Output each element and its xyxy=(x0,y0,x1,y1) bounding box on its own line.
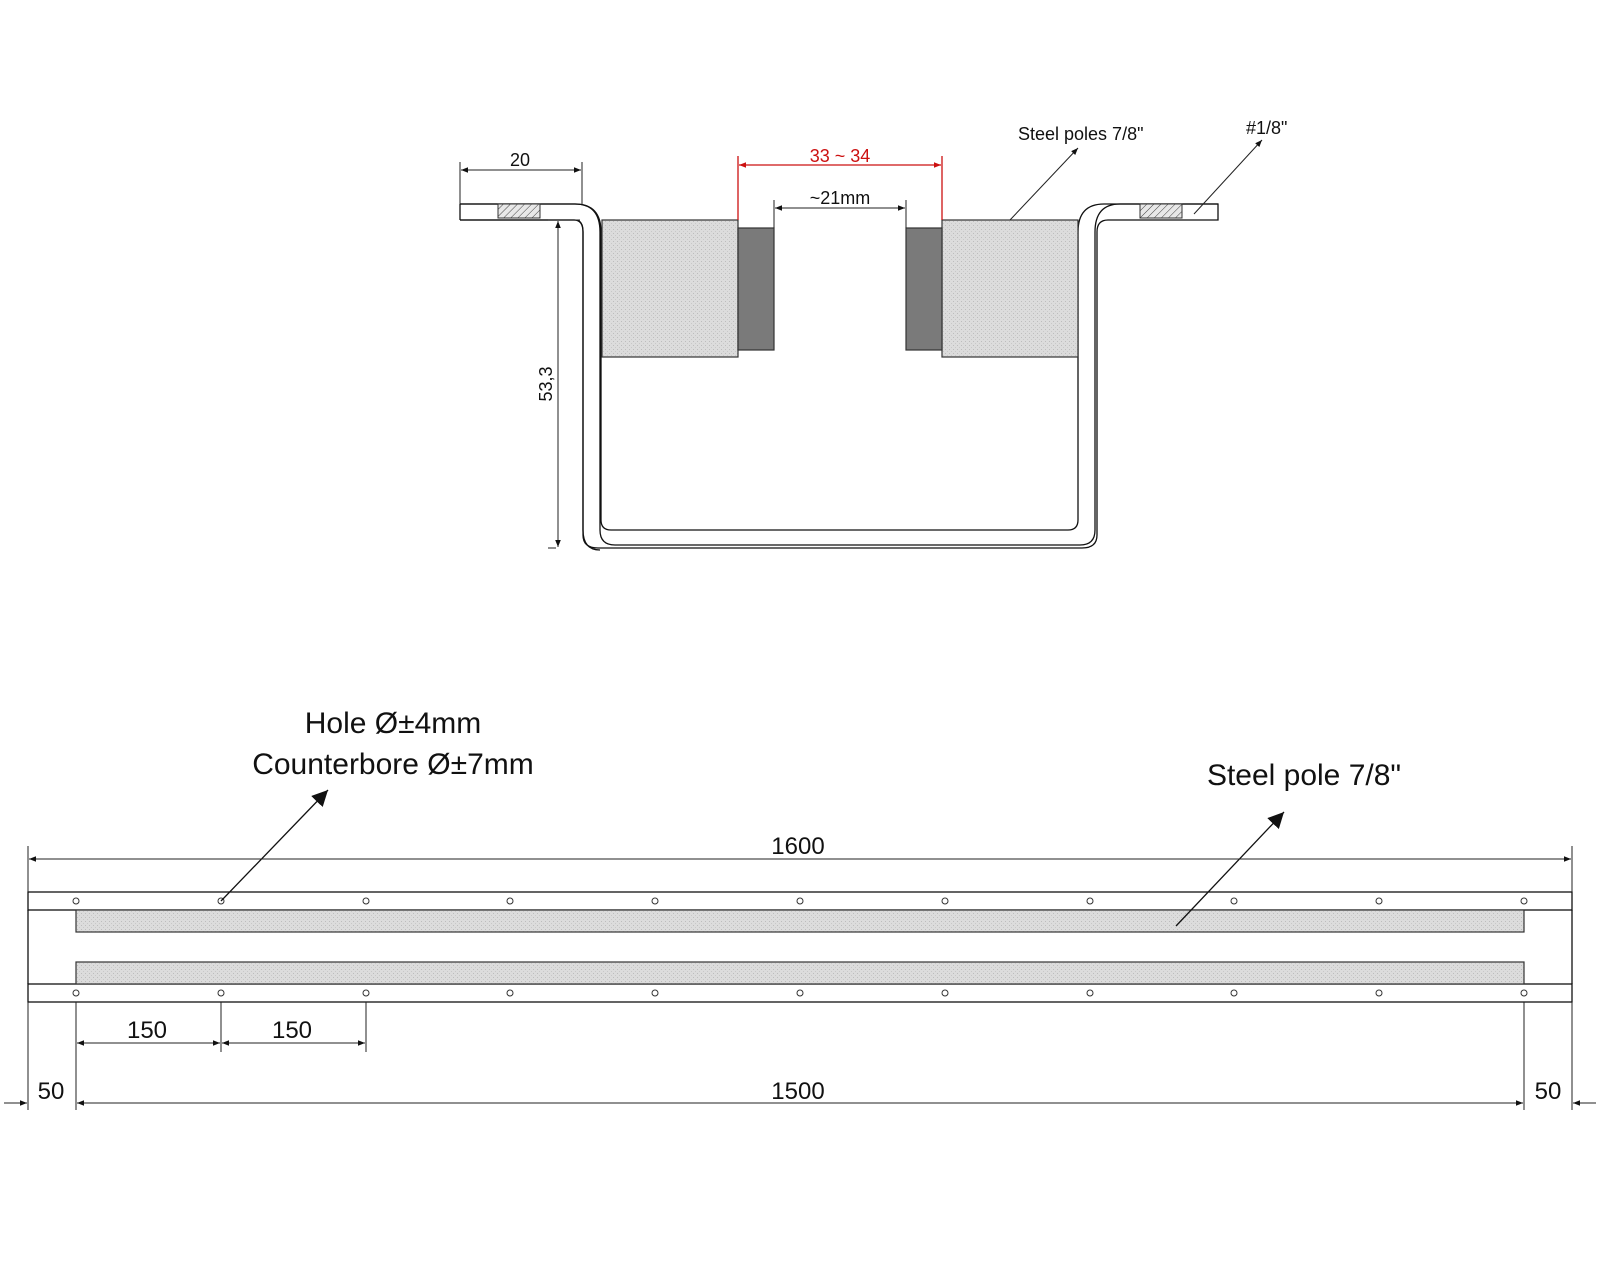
holes-top-row xyxy=(72,897,1528,905)
rubber-pad-left xyxy=(737,227,775,351)
holes-bottom-row xyxy=(72,989,1528,997)
steel-pole-right xyxy=(941,219,1079,358)
hole xyxy=(1375,897,1383,905)
hole xyxy=(796,989,804,997)
section-view: 20 33 ~ 34 ~21mm 53,3 Steel poles 7/8" #… xyxy=(459,118,1287,551)
dim-flange-width: 20 xyxy=(510,150,530,170)
flange-weld-left xyxy=(497,203,541,219)
label-hole: Hole Ø±4mm xyxy=(305,707,482,740)
hole xyxy=(1086,989,1094,997)
hole xyxy=(72,989,80,997)
hole xyxy=(941,897,949,905)
plate-outline-outer xyxy=(460,203,1218,546)
hole xyxy=(651,989,659,997)
steel-pole-bottom xyxy=(75,961,1525,985)
hole xyxy=(651,897,659,905)
hole xyxy=(362,897,370,905)
hole xyxy=(72,897,80,905)
hole xyxy=(1520,897,1528,905)
label-steel-pole: Steel pole 7/8" xyxy=(1207,759,1401,792)
dim-hole-pitch-2: 150 xyxy=(272,1017,312,1044)
hole xyxy=(1230,897,1238,905)
dim-gap-inner: ~21mm xyxy=(810,188,871,208)
flange-weld-right xyxy=(1139,203,1183,219)
label-steel-poles: Steel poles 7/8" xyxy=(1018,124,1143,144)
steel-pole-left xyxy=(601,219,739,358)
dim-height: 53,3 xyxy=(536,366,556,401)
plate-outline-inner xyxy=(460,219,601,551)
leader-plate xyxy=(1193,139,1263,215)
leader-steel-pole xyxy=(1175,811,1285,927)
dim-hole-pitch-1: 150 xyxy=(127,1017,167,1044)
hole xyxy=(1086,897,1094,905)
dim-end-right: 50 xyxy=(1535,1078,1562,1105)
hole xyxy=(506,989,514,997)
leader-steel-poles xyxy=(1009,147,1079,221)
dim-total-length: 1600 xyxy=(771,833,824,860)
dim-end-left: 50 xyxy=(38,1078,65,1105)
hole xyxy=(506,897,514,905)
dim-gap-outer: 33 ~ 34 xyxy=(810,146,871,166)
hole xyxy=(1375,989,1383,997)
plan-view: Hole Ø±4mm Counterbore Ø±7mm Steel pole … xyxy=(4,707,1596,1110)
label-counterbore: Counterbore Ø±7mm xyxy=(252,748,534,781)
dim-center-length: 1500 xyxy=(771,1078,824,1105)
hole xyxy=(796,897,804,905)
hole xyxy=(941,989,949,997)
hole xyxy=(1230,989,1238,997)
plate-inner-profile xyxy=(460,219,1109,549)
hole xyxy=(217,989,225,997)
hole xyxy=(362,989,370,997)
plate-outer-profile xyxy=(460,203,1219,531)
label-plate: #1/8" xyxy=(1246,118,1287,138)
leader-hole xyxy=(220,789,329,902)
hole xyxy=(1520,989,1528,997)
rubber-pad-right xyxy=(905,227,943,351)
steel-pole-top xyxy=(75,909,1525,933)
